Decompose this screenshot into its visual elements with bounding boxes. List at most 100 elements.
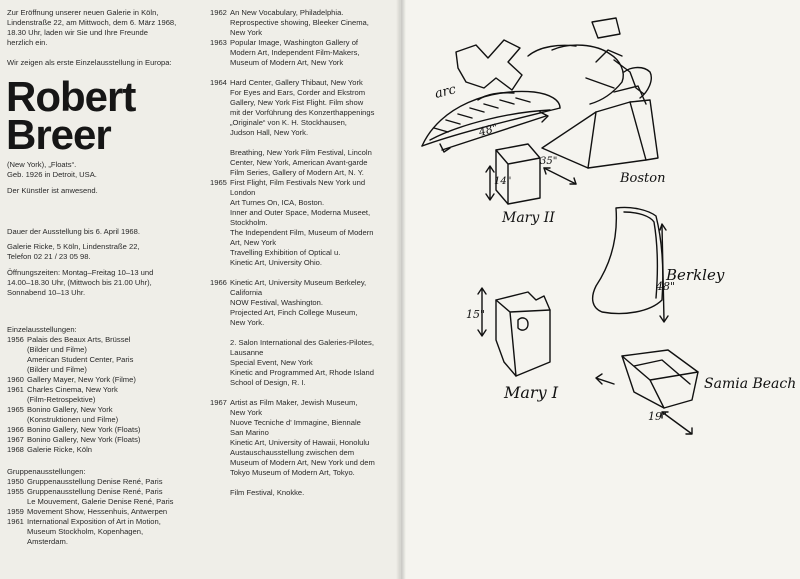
exhibition-year: 1950 <box>7 477 24 486</box>
exhibition-text: Galerie Ricke, Köln <box>27 445 92 454</box>
label-samia-beach: Samia Beach <box>704 376 796 392</box>
exhibition-row: Art, New York <box>210 238 395 248</box>
exhibition-row: San Marino <box>210 428 395 438</box>
exhibition-year <box>210 98 230 108</box>
exhibition-text: New York. <box>230 318 265 327</box>
exhibition-year <box>210 488 230 498</box>
exhibition-row: Lausanne <box>210 348 395 358</box>
exhibition-text: New York <box>230 28 263 37</box>
exhibition-text: Museum Stockholm, Kopenhagen, <box>27 527 144 536</box>
exhibition-text: International Exposition of Art in Motio… <box>27 517 161 526</box>
exhibition-text: Judson Hall, New York. <box>230 128 309 137</box>
exhibition-year <box>210 288 230 298</box>
exhibition-text: Nuove Tecniche d' Immagine, Biennale <box>230 418 361 427</box>
hours-line: Sonnabend 10–13 Uhr. <box>7 288 86 297</box>
exhibition-year <box>210 128 230 138</box>
exhibition-text: An New Vocabulary, Philadelphia. <box>230 8 344 17</box>
exhibition-text: San Marino <box>230 428 269 437</box>
exhibition-year <box>210 168 230 178</box>
exhibition-text: Museum of Modern Art, New York und dem <box>230 458 375 467</box>
exhibition-row: Gallery, New York Fist Flight. Film show <box>210 98 395 108</box>
mary-ii-sculpture-drawing <box>485 143 541 205</box>
mary-i-sculpture-drawing <box>477 287 551 377</box>
hours-line: Öffnungszeiten: Montag–Freitag 10–13 und <box>7 268 154 277</box>
exhibition-year <box>210 158 230 168</box>
invitation-line: Lindenstraße 22, am Mittwoch, dem 6. Mär… <box>7 18 177 27</box>
exhibition-text: Palais des Beaux Arts, Brüssel <box>27 335 131 344</box>
label-dim-15: 15" <box>466 308 485 321</box>
exhibition-year <box>7 395 27 405</box>
artist-first-name: Robert <box>6 73 136 120</box>
exhibition-year <box>210 308 230 318</box>
exhibition-year <box>210 468 230 478</box>
exhibition-text: New York <box>230 408 263 417</box>
exhibition-year: 1960 <box>7 375 24 384</box>
label-dim-19: 19" <box>648 410 667 423</box>
exhibition-text: Artist as Film Maker, Jewish Museum, <box>230 398 358 407</box>
spacer <box>210 328 395 338</box>
artist-name: Robert Breer <box>6 73 202 156</box>
invitation-line: 18.30 Uhr, laden wir Sie und Ihre Freund… <box>7 28 148 37</box>
exhibition-year: 1959 <box>7 507 24 516</box>
label-dim-48-arc: 48" <box>476 121 499 139</box>
exhibition-row: Film Festival, Knokke. <box>210 488 395 498</box>
exhibition-row: New York. <box>210 318 395 328</box>
exhibition-text: „Originale“ von K. H. Stockhausen, <box>230 118 347 127</box>
exhibition-year: 1965 <box>210 178 227 187</box>
exhibition-row: Museum of Modern Art, New York und dem <box>210 458 395 468</box>
exhibition-text: Stockholm. <box>230 218 268 227</box>
group-heading: Gruppenausstellungen: <box>7 467 86 476</box>
exhibition-year: 1966 <box>210 278 227 287</box>
exhibition-year <box>210 428 230 438</box>
exhibition-year: 1963 <box>210 38 227 47</box>
boston-sculpture-drawing <box>541 59 659 185</box>
exhibition-row: Tokyo Museum of Modern Art, Tokyo. <box>210 468 395 478</box>
exhibition-text: Modern Art, Independent Film-Makers, <box>230 48 360 57</box>
exhibition-text: Art Turnes On, ICA, Boston. <box>230 198 325 207</box>
exhibition-row: Center, New York, American Avant-garde <box>210 158 395 168</box>
exhibition-year <box>7 527 27 537</box>
exhibition-year <box>7 355 27 365</box>
exhibition-text: Special Event, New York <box>230 358 313 367</box>
exhibition-row: Museum of Modern Art, New York <box>210 58 395 68</box>
exhibition-row: Inner and Outer Space, Moderna Museet, <box>210 208 395 218</box>
exhibition-year <box>210 108 230 118</box>
gallery-address: Galerie Ricke, 5 Köln, Lindenstraße 22,T… <box>7 242 202 262</box>
exhibition-text: Hard Center, Gallery Thibaut, New York <box>230 78 363 87</box>
solo-exhibition-row: (Konstruktionen und Filme) <box>7 415 202 425</box>
exhibition-row: 2. Salon International des Galeries-Pilo… <box>210 338 395 348</box>
exhibition-year: 1966 <box>7 425 24 434</box>
exhibition-row: Judson Hall, New York. <box>210 128 395 138</box>
exhibition-text: Popular Image, Washington Gallery of <box>230 38 359 47</box>
exhibition-year <box>210 218 230 228</box>
exhibition-text: London <box>230 188 256 197</box>
exhibition-text: (Film-Retrospektive) <box>27 395 96 404</box>
exhibition-text: mit der Vorführung des Konzerthappenings <box>230 108 375 117</box>
address-line: Telefon 02 21 / 23 05 98. <box>7 252 91 261</box>
exhibition-year: 1967 <box>7 435 24 444</box>
exhibition-year: 1965 <box>7 405 24 414</box>
address-line: Galerie Ricke, 5 Köln, Lindenstraße 22, <box>7 242 140 251</box>
exhibition-row: Kinetic and Programmed Art, Rhode Island <box>210 368 395 378</box>
exhibition-year <box>210 318 230 328</box>
exhibition-text: Bonino Gallery, New York <box>27 405 113 414</box>
exhibition-text: Gruppenausstellung Denise René, Paris <box>27 477 163 486</box>
spacer <box>210 138 395 148</box>
exhibition-row: The Independent Film, Museum of Modern <box>210 228 395 238</box>
solo-heading: Einzelausstellungen: <box>7 325 77 334</box>
exhibition-text: Bonino Gallery, New York (Floats) <box>27 435 141 444</box>
exhibition-year: 1961 <box>7 385 24 394</box>
exhibition-row: Art Turnes On, ICA, Boston. <box>210 198 395 208</box>
